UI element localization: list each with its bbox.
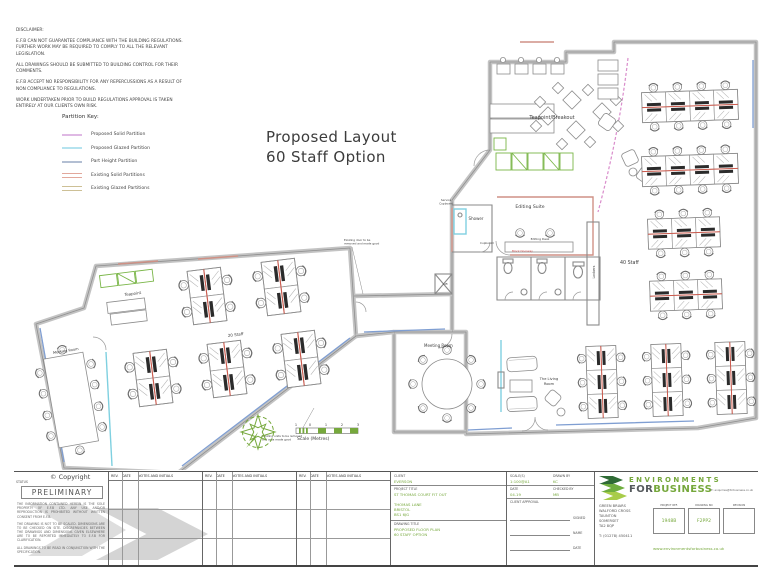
label-lift: Lift (443, 282, 449, 286)
legend-item: Existing Glazed Partitions (62, 182, 232, 196)
efb-logo-icon (599, 475, 627, 501)
drawn-by-value: KC (553, 478, 558, 484)
label-teapoint-left: Teapoint (123, 290, 142, 297)
revision-row (109, 481, 202, 510)
revision-row (203, 510, 296, 539)
drawing-title-value: PROPOSED FLOOR PLAN (394, 527, 441, 532)
interior-rooms (92, 149, 601, 432)
company-phone: T: (01278) 450411 (599, 534, 633, 538)
company-email: E: enquiries@forbusiness.co.uk (711, 488, 754, 492)
scale-bar-label: Scale (Metres) (297, 436, 330, 442)
legend-item: Part Height Partition (62, 155, 232, 169)
label-40-staff: 40 Staff (620, 260, 639, 266)
status-value: PRELIMINARY (21, 486, 103, 499)
legend-item: Proposed Solid Partition (62, 128, 232, 142)
company-cell: ENVIRONMENTS FORBUSINESS E: enquiries@fo… (594, 472, 758, 565)
compass-rose (239, 413, 277, 451)
disclaimer-block: DISCLAIMER: E.F.B CAN NOT GUARANTEE COMP… (16, 28, 192, 115)
revision-row (109, 510, 202, 539)
partition-key: Partition Key: Proposed Solid Partition … (62, 114, 232, 196)
svg-text:removed and made good: removed and made good (344, 242, 379, 246)
svg-text:1: 1 (325, 423, 327, 427)
note-door: Existing door to be (344, 238, 371, 242)
client-cell: CLIENT EVERSON PROJECT TITLE ST THOMAS C… (390, 472, 507, 565)
label-meeting-room-left: Meeting Room (53, 347, 80, 355)
legend-swatch-existing-solid (62, 172, 82, 178)
revision-value (723, 508, 755, 534)
room-labels: Teapoint/Breakout 40 Staff Editing Suite… (53, 115, 640, 442)
note-units: Existing units to be removed (262, 434, 302, 438)
scale-value: 1:100@A1 (510, 478, 530, 484)
partition-key-title: Partition Key: (62, 114, 99, 120)
drawing-no-box: DRAWING NO F2PP2 (688, 504, 720, 540)
project-ref-value: 1948B (653, 508, 685, 534)
legend-swatch-part-height (62, 160, 82, 163)
svg-text:3: 3 (357, 423, 359, 427)
legend-item: Existing Solid Partitions (62, 169, 232, 183)
disclaimer-title: DISCLAIMER: (16, 28, 44, 33)
svg-text:Cupboard: Cupboard (439, 202, 453, 206)
legend-item: Proposed Glazed Partition (62, 142, 232, 156)
floor-plan: Teapoint/Breakout 40 Staff Editing Suite… (33, 39, 759, 470)
right-wing-furniture (408, 57, 756, 423)
svg-text:Room: Room (544, 382, 555, 386)
drawing-title: Proposed Layout 60 Staff Option (266, 128, 397, 166)
svg-text:0: 0 (309, 423, 311, 427)
revision-row (297, 510, 390, 539)
svg-text:1: 1 (295, 423, 297, 427)
company-name-line1: ENVIRONMENTS (629, 476, 722, 484)
status-cell: STATUS © Copyright PRELIMINARY THE INFOR… (16, 473, 105, 554)
checked-by-value: MB (553, 491, 559, 497)
label-20-staff: 20 Staff (228, 331, 244, 338)
label-teapoint-breakout: Teapoint/Breakout (528, 115, 574, 121)
label-living-room: The Living (539, 377, 559, 381)
project-title-value: ST THOMAS COURT FIT OUT (394, 491, 447, 497)
label-meeting-room-right: Meeting Room (424, 343, 453, 348)
scale-bar: 1 0 1 2 3 Scale (Metres) (295, 423, 359, 442)
project-ref-box: PROJECT REF. 1948B (653, 504, 685, 540)
revision-row (297, 481, 390, 510)
revision-box: REVISION (723, 504, 755, 540)
label-service-cupboard: Service (441, 198, 452, 202)
status-label: STATUS (16, 480, 28, 484)
svg-text:and area made good: and area made good (262, 438, 291, 442)
copyright: © Copyright (50, 473, 91, 481)
legend-swatch-proposed-solid (62, 133, 82, 136)
legend-swatch-existing-glazed (62, 186, 82, 192)
title-block: STATUS © Copyright PRELIMINARY THE INFOR… (14, 471, 758, 567)
left-wing-furniture (34, 257, 331, 456)
legend-swatch-proposed-glazed (62, 147, 82, 150)
date-value: 04.19 (510, 491, 521, 497)
label-lockers: Lockers (592, 265, 596, 278)
label-shower: Shower (469, 216, 484, 221)
client-value: EVERSON (394, 478, 413, 484)
label-editing-suite: Editing Suite (515, 204, 544, 210)
svg-text:2: 2 (341, 423, 343, 427)
label-cupboard: Cupboard (480, 241, 494, 245)
approval-cell: SCALE(S) 1:100@A1 DRAWN BY KC DATE 04.19… (506, 472, 595, 565)
drawing-no-value: F2PP2 (688, 508, 720, 534)
label-block-doorway: Block Doorway (512, 249, 533, 253)
company-website: www.environmentsforbusiness.co.uk (653, 546, 725, 551)
label-editing-desk: Editing Desk (531, 237, 550, 241)
revision-row (203, 481, 296, 510)
